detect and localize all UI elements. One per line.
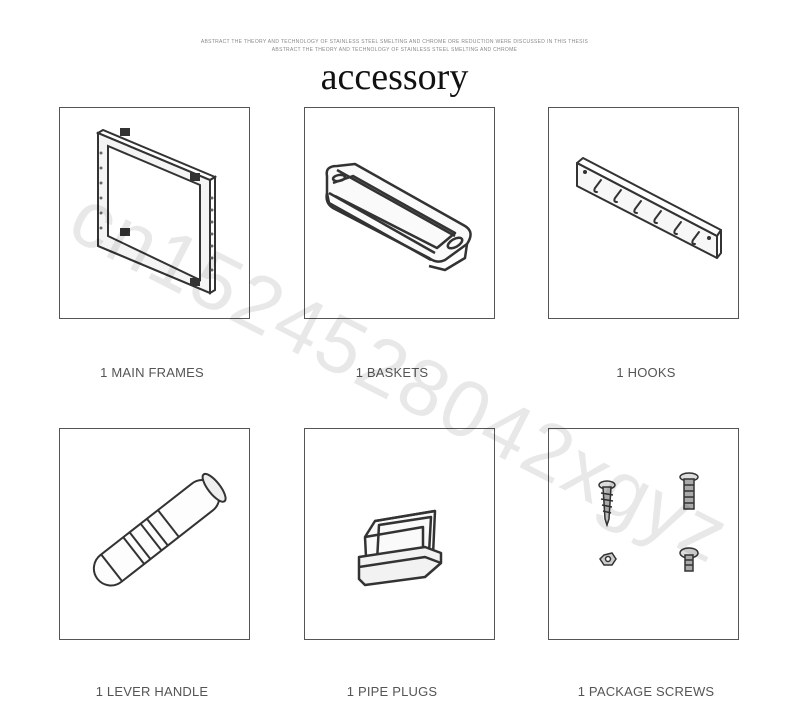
header-subtitle-2: ABSTRACT THE THEORY AND TECHNOLOGY OF ST… [271, 47, 518, 53]
page-title: accessory [320, 56, 469, 98]
header-subtitle-1: ABSTRACT THE THEORY AND TECHNOLOGY OF ST… [200, 39, 589, 45]
basket-icon [325, 162, 472, 272]
caption-main-frames: 1 MAIN FRAMES [100, 365, 204, 380]
panel-lever-handle [59, 428, 250, 640]
caption-baskets: 1 BASKETS [355, 365, 429, 380]
caption-package-screws: 1 PACKAGE SCREWS [577, 684, 715, 699]
caption-hooks: 1 HOOKS [616, 365, 676, 380]
hooks-icon [576, 157, 722, 259]
panel-baskets [304, 107, 495, 319]
screws-icon [598, 472, 699, 572]
panel-hooks [548, 107, 739, 319]
lever-handle-icon [92, 472, 227, 587]
caption-pipe-plugs: 1 PIPE PLUGS [346, 684, 438, 699]
panel-main-frames [59, 107, 250, 319]
main-frame-icon [95, 128, 218, 295]
caption-lever-handle: 1 LEVER HANDLE [95, 684, 209, 699]
pipe-plug-icon [357, 509, 443, 587]
panel-pipe-plugs [304, 428, 495, 640]
panel-package-screws [548, 428, 739, 640]
